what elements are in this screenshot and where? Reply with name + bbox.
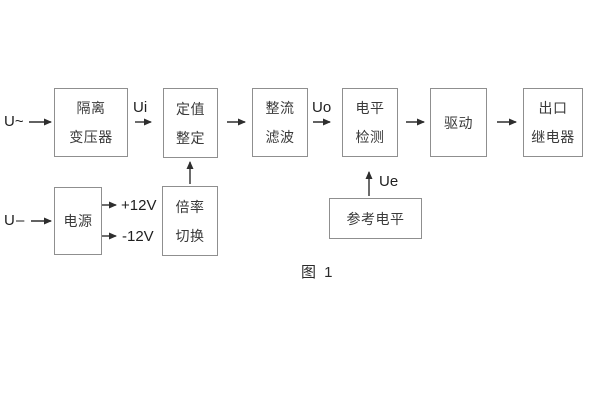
- block-setting-line1: 定值: [176, 100, 205, 117]
- block-level-detection: 电平 检测: [342, 88, 398, 157]
- block-isolation-line2: 变压器: [69, 129, 113, 145]
- block-setting-adjust: 定值 整定: [163, 88, 218, 158]
- block-isolation-transformer: 隔离 变压器: [54, 88, 128, 157]
- block-setting-line2: 整定: [176, 129, 205, 146]
- block-rectifier-line1: 整流: [265, 100, 295, 116]
- block-isolation-line1: 隔离: [76, 100, 106, 116]
- block-driver: 驱动: [430, 88, 487, 157]
- label-input-dc-dash: –: [16, 212, 25, 229]
- label-input-dc: U: [4, 212, 15, 229]
- block-level-line2: 检测: [355, 129, 385, 145]
- block-level-line1: 电平: [355, 100, 385, 116]
- label-signal-uo: Uo: [312, 99, 332, 116]
- label-signal-ui: Ui: [133, 99, 148, 116]
- block-reference-label: 参考电平: [346, 210, 405, 227]
- block-relay-line2: 继电器: [531, 129, 575, 145]
- label-input-ac: U~: [4, 113, 24, 130]
- figure-caption: 图 1: [301, 264, 335, 281]
- block-power-label: 电源: [63, 213, 93, 229]
- block-ratio-switch: 倍率 切换: [162, 186, 218, 256]
- block-output-relay: 出口 继电器: [523, 88, 583, 157]
- block-relay-line1: 出口: [538, 100, 568, 116]
- label-rail-neg: -12V: [122, 228, 154, 245]
- block-rectifier-filter: 整流 滤波: [252, 88, 308, 157]
- block-ratio-line1: 倍率: [175, 198, 205, 215]
- block-reference-level: 参考电平: [329, 198, 422, 239]
- block-rectifier-line2: 滤波: [265, 129, 295, 145]
- block-driver-label: 驱动: [444, 114, 473, 131]
- label-rail-pos: +12V: [121, 197, 157, 214]
- label-signal-ue: Ue: [379, 173, 399, 190]
- block-ratio-line2: 切换: [175, 227, 205, 244]
- block-power-supply: 电源: [54, 187, 102, 255]
